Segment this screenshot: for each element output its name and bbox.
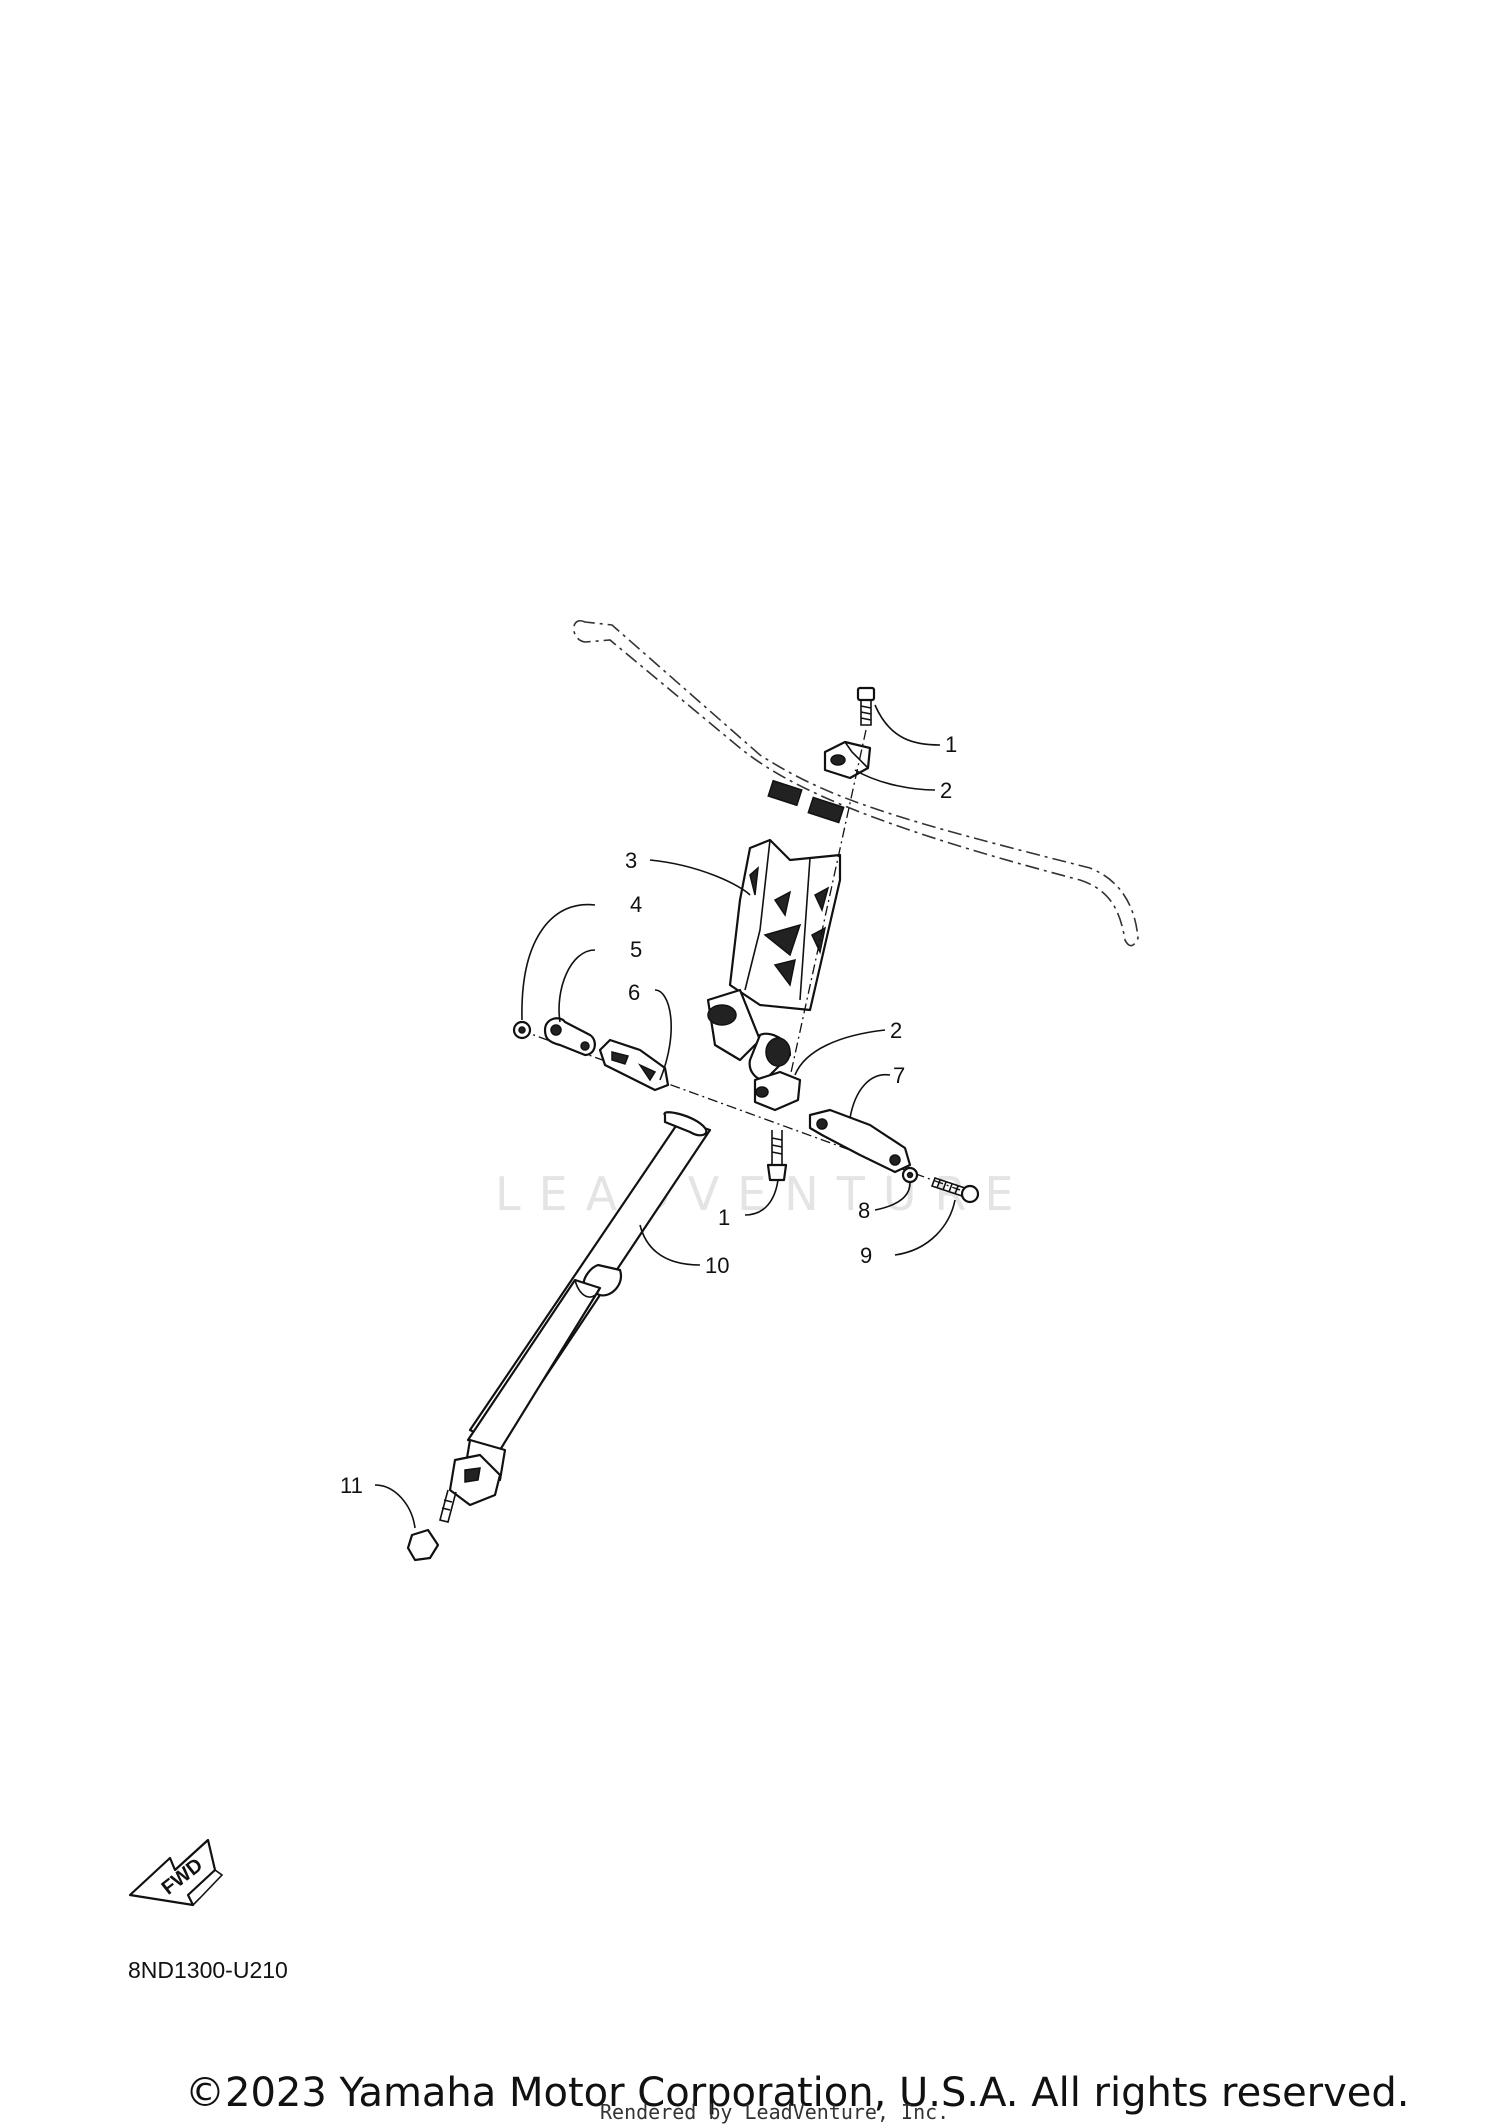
assembly-axis-vertical	[784, 729, 867, 1101]
fwd-arrow-icon: FWD	[128, 1838, 224, 1907]
callout-5: 5	[630, 937, 642, 962]
handlebar-holder	[728, 838, 842, 1012]
bolt-9	[930, 1176, 980, 1204]
leader-lines	[374, 704, 956, 1529]
callout-9: 9	[860, 1243, 872, 1268]
callout-10: 10	[705, 1253, 729, 1278]
callout-1-lower: 1	[718, 1205, 730, 1230]
diagram-code: 8ND1300-U210	[128, 1957, 288, 1983]
washer-8	[901, 1166, 919, 1184]
callout-7: 7	[893, 1063, 905, 1088]
callout-8: 8	[858, 1198, 870, 1223]
callout-2-lower: 2	[890, 1018, 902, 1043]
bracket-6	[598, 1038, 670, 1092]
bolt-nut-11	[406, 1489, 457, 1562]
rendered-by-notice: Rendered by LeadVenture, Inc.	[600, 2100, 950, 2124]
bolt-top	[856, 686, 876, 726]
steering-column	[448, 988, 792, 1507]
callout-2-top: 2	[940, 778, 952, 803]
callout-3: 3	[625, 848, 637, 873]
callout-11: 11	[340, 1473, 363, 1498]
callout-4: 4	[630, 892, 642, 917]
watermark-text: LEADVENTURE	[495, 1167, 1032, 1221]
handlebar-clamp-lower	[753, 1070, 802, 1112]
bolt-lower	[766, 1130, 788, 1182]
handlebar-outline	[572, 619, 1139, 947]
callout-6: 6	[628, 980, 640, 1005]
callout-labels: 1 2 3 4 5 6 2 7 1 8 9 10 11	[340, 732, 957, 1498]
callout-1-top: 1	[945, 732, 957, 757]
nut-4	[512, 1020, 532, 1040]
link-5	[543, 1017, 596, 1057]
copyright-notice: ©2023 Yamaha Motor Corporation, U.S.A. A…	[185, 2070, 1410, 2116]
handlebar-clamp-upper	[823, 740, 872, 780]
assembly-axis-horizontal	[519, 1029, 961, 1191]
